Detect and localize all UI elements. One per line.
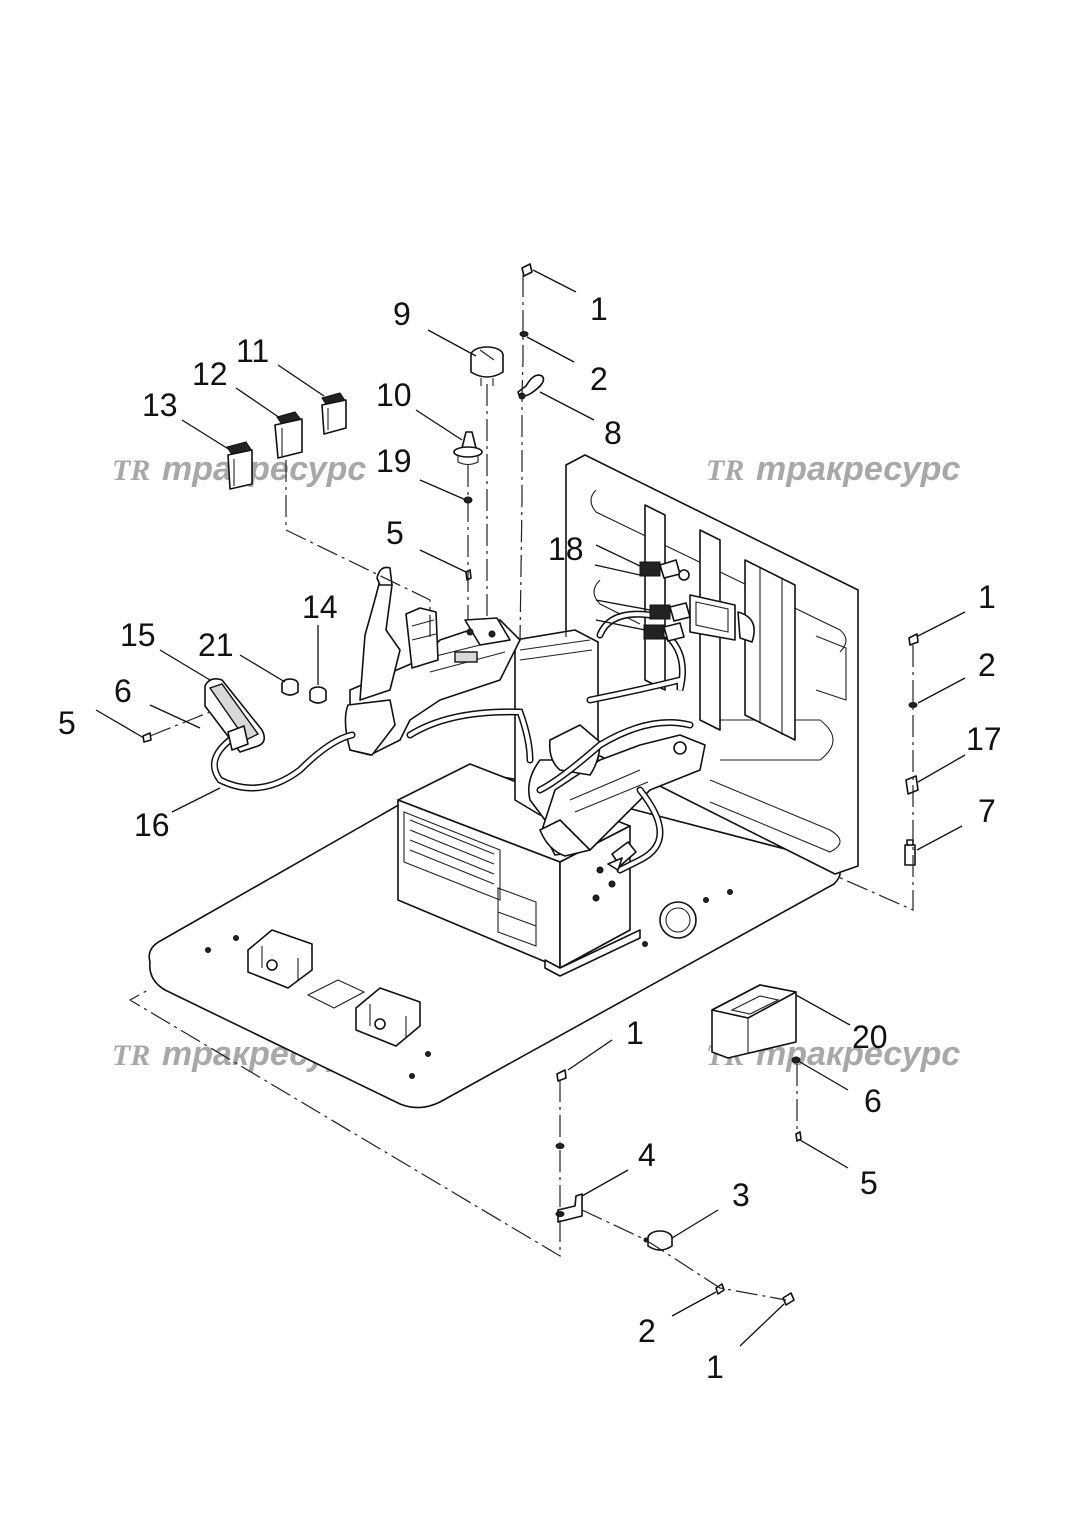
- callout-14: 14: [302, 589, 338, 625]
- item-11-switch: [321, 392, 347, 435]
- callout-1: 1: [978, 579, 996, 615]
- callout-13: 13: [142, 387, 178, 423]
- callout-2: 2: [590, 361, 608, 397]
- callout-3: 3: [732, 1177, 750, 1213]
- item-20-box: [711, 984, 797, 1059]
- item-4-bracket: [557, 1193, 583, 1223]
- callout-8: 8: [604, 415, 622, 451]
- callout-1: 1: [590, 291, 608, 327]
- callout-2: 2: [638, 1313, 656, 1349]
- callout-2: 2: [978, 647, 996, 683]
- watermark-1: TR тракресурс: [112, 450, 366, 488]
- callout-16: 16: [134, 807, 170, 843]
- watermark-2: TR тракресурс: [706, 450, 960, 488]
- callout-21: 21: [198, 627, 234, 663]
- callout-4: 4: [638, 1137, 656, 1173]
- callout-15: 15: [120, 617, 156, 653]
- callout-6: 6: [864, 1083, 882, 1119]
- callout-9: 9: [393, 296, 411, 332]
- right-control-console: [539, 724, 706, 857]
- callout-19: 19: [376, 443, 412, 479]
- item-12-switch: [274, 411, 303, 459]
- fasteners: [142, 263, 919, 1306]
- callout-6: 6: [114, 673, 132, 709]
- watermark-text: тракресурс: [756, 450, 960, 488]
- callout-labels: 1 2 8 9 11 12 13 10 19 5 18 14 15 21 6 5…: [58, 291, 1002, 1385]
- watermark-logo: TR: [706, 454, 744, 487]
- item-15-monitor: [204, 678, 266, 753]
- item-3-grommet: [647, 1230, 673, 1251]
- callout-10: 10: [376, 377, 412, 413]
- item-21-cap: [281, 678, 299, 696]
- item-9-ignition-switch: [470, 346, 504, 386]
- callout-1: 1: [706, 1349, 724, 1385]
- item-8-clamp: [517, 374, 545, 400]
- callout-12: 12: [192, 356, 228, 392]
- item-10-knob: [453, 431, 483, 466]
- callout-20: 20: [852, 1019, 888, 1055]
- watermark-logo: TR: [112, 454, 150, 487]
- left-control-console: [344, 566, 521, 756]
- callout-11: 11: [236, 333, 269, 369]
- item-17-clip: [905, 775, 919, 795]
- item-13-switch: [226, 441, 253, 490]
- callout-5: 5: [386, 515, 404, 551]
- phantom-lines: [128, 275, 914, 1301]
- item-18-relays: [639, 559, 691, 642]
- watermark-logo: TR: [112, 1039, 150, 1072]
- callout-7: 7: [978, 793, 996, 829]
- item-14-cap: [309, 686, 327, 704]
- callout-18: 18: [548, 531, 584, 567]
- callout-5: 5: [860, 1165, 878, 1201]
- callout-5: 5: [58, 705, 76, 741]
- callout-1: 1: [626, 1015, 644, 1051]
- wiring-harness: [210, 610, 694, 874]
- watermark-text: тракресурс: [162, 450, 366, 488]
- item-7-fastener: [904, 839, 916, 866]
- callout-17: 17: [966, 721, 1002, 757]
- leader-lines: [95, 269, 966, 1347]
